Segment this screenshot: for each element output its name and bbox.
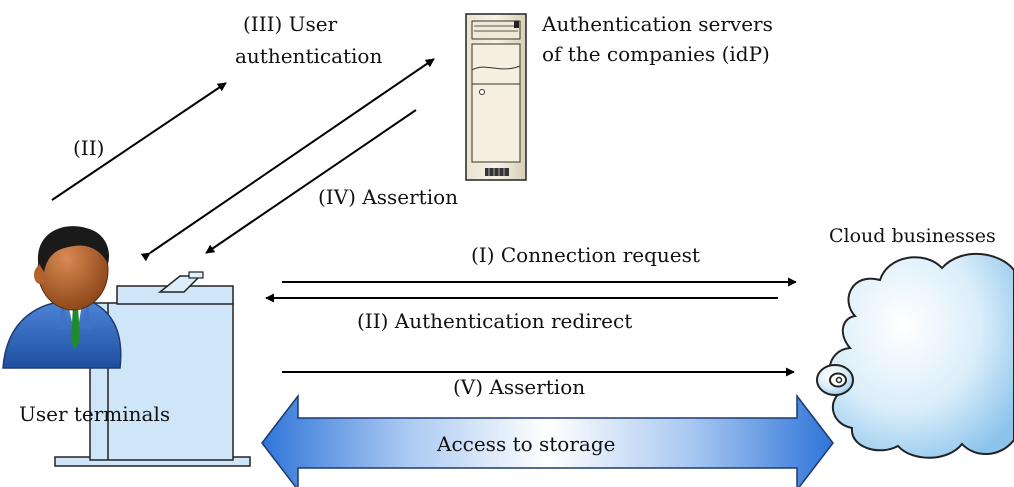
label-connection-request: (I) Connection request — [471, 243, 700, 267]
access-to-storage-double-arrow — [261, 393, 834, 487]
label-user-terminals: User terminals — [19, 402, 170, 426]
arrow-step-iii-user-authentication — [140, 58, 435, 262]
label-step-iii-line1: (III) User — [243, 12, 338, 36]
label-access-to-storage: Access to storage — [436, 432, 615, 456]
arrow-step-iv-assertion — [205, 109, 417, 254]
label-step-iii-line2: authentication — [235, 44, 382, 68]
label-step-ii-up: (II) — [73, 136, 104, 160]
authentication-server-icon — [465, 13, 527, 181]
user-person-icon — [2, 226, 122, 369]
label-server-line2: of the companies (idP) — [542, 42, 770, 66]
label-assertion-v: (V) Assertion — [453, 375, 585, 399]
cloud-icon — [816, 253, 1014, 459]
label-authentication-redirect: (II) Authentication redirect — [357, 309, 632, 333]
label-server-line1: Authentication servers — [541, 12, 773, 36]
label-step-iv: (IV) Assertion — [318, 185, 458, 209]
label-cloud-businesses: Cloud businesses — [829, 225, 996, 247]
user-terminal-device-icon — [54, 271, 251, 467]
